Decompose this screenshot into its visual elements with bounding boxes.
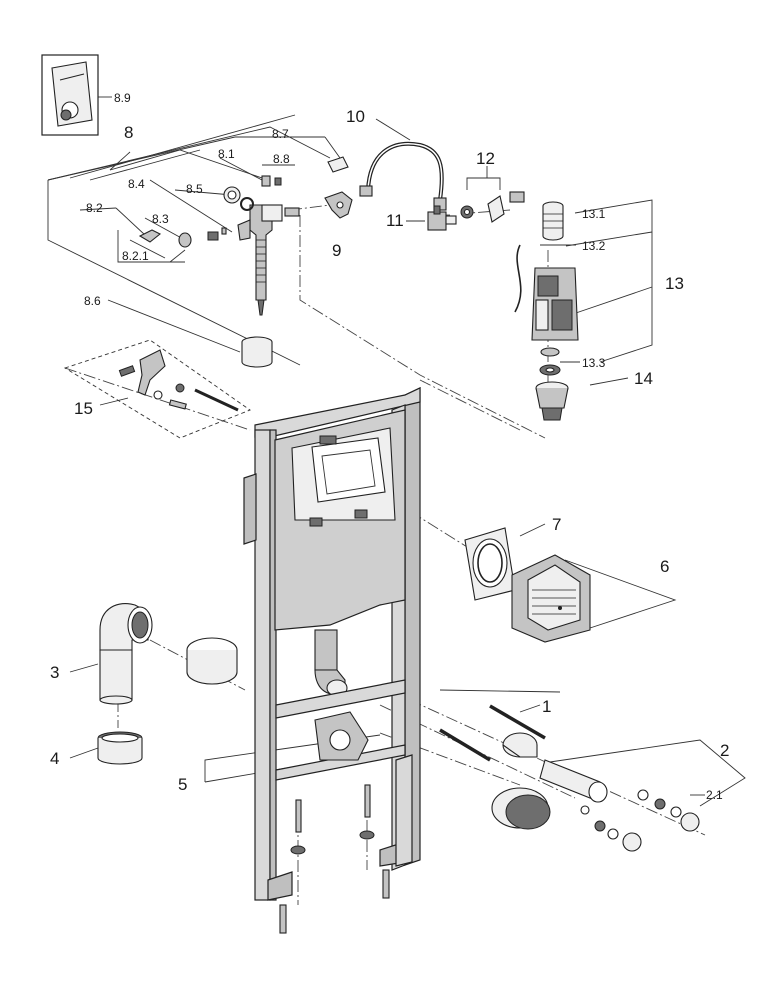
label-8-5: 8.5 — [186, 182, 203, 196]
label-7: 7 — [552, 515, 561, 534]
leader-lines — [47, 96, 746, 807]
label-1: 1 — [542, 697, 551, 716]
label-10: 10 — [346, 107, 365, 126]
flush-valve-13 — [514, 201, 579, 376]
label-13-2: 13.2 — [582, 239, 606, 253]
flex-hose-10 — [359, 141, 447, 211]
angle-valve-11 — [427, 205, 457, 231]
label-8-2: 8.2 — [86, 201, 103, 215]
installation-frame — [243, 387, 421, 901]
label-8-2-1: 8.2.1 — [122, 249, 149, 263]
mounting-kit-15 — [63, 339, 251, 439]
drain-connector-4 — [97, 731, 143, 765]
label-8-6: 8.6 — [84, 294, 101, 308]
protection-box-6 — [511, 554, 591, 643]
label-11: 11 — [386, 211, 404, 230]
label-13-1: 13.1 — [582, 207, 606, 221]
label-9: 9 — [332, 241, 341, 260]
connection-set-1-2 — [439, 704, 700, 852]
label-13: 13 — [665, 274, 684, 293]
label-8-3: 8.3 — [152, 212, 169, 226]
label-8-9: 8.9 — [114, 91, 131, 105]
access-frame-7 — [464, 527, 516, 601]
label-8-8: 8.8 — [273, 152, 290, 166]
label-4: 4 — [50, 749, 59, 768]
label-8-1: 8.1 — [218, 147, 235, 161]
connector-set-12 — [460, 191, 525, 223]
label-2: 2 — [720, 741, 729, 760]
label-13-3: 13.3 — [582, 356, 606, 370]
label-8-7: 8.7 — [272, 127, 289, 141]
label-3: 3 — [50, 663, 59, 682]
label-6: 6 — [660, 557, 669, 576]
label-8: 8 — [124, 123, 133, 142]
label-14: 14 — [634, 369, 653, 388]
kit-bag-8-9 — [41, 54, 99, 136]
drain-bend-3 — [99, 603, 153, 705]
fill-valve-8 — [138, 156, 349, 368]
label-5: 5 — [178, 775, 187, 794]
callout-labels: 8.9 8 8.7 8.1 8.8 8.4 8.5 8.2 8.3 8.2.1 … — [50, 91, 729, 802]
label-15: 15 — [74, 399, 93, 418]
angle-fitting-9 — [324, 191, 353, 219]
anchor-screws — [279, 784, 390, 934]
label-12: 12 — [476, 149, 495, 168]
flush-outlet-14 — [535, 381, 569, 421]
sleeve — [186, 637, 238, 685]
label-8-4: 8.4 — [128, 177, 145, 191]
label-2-1: 2.1 — [706, 788, 723, 802]
